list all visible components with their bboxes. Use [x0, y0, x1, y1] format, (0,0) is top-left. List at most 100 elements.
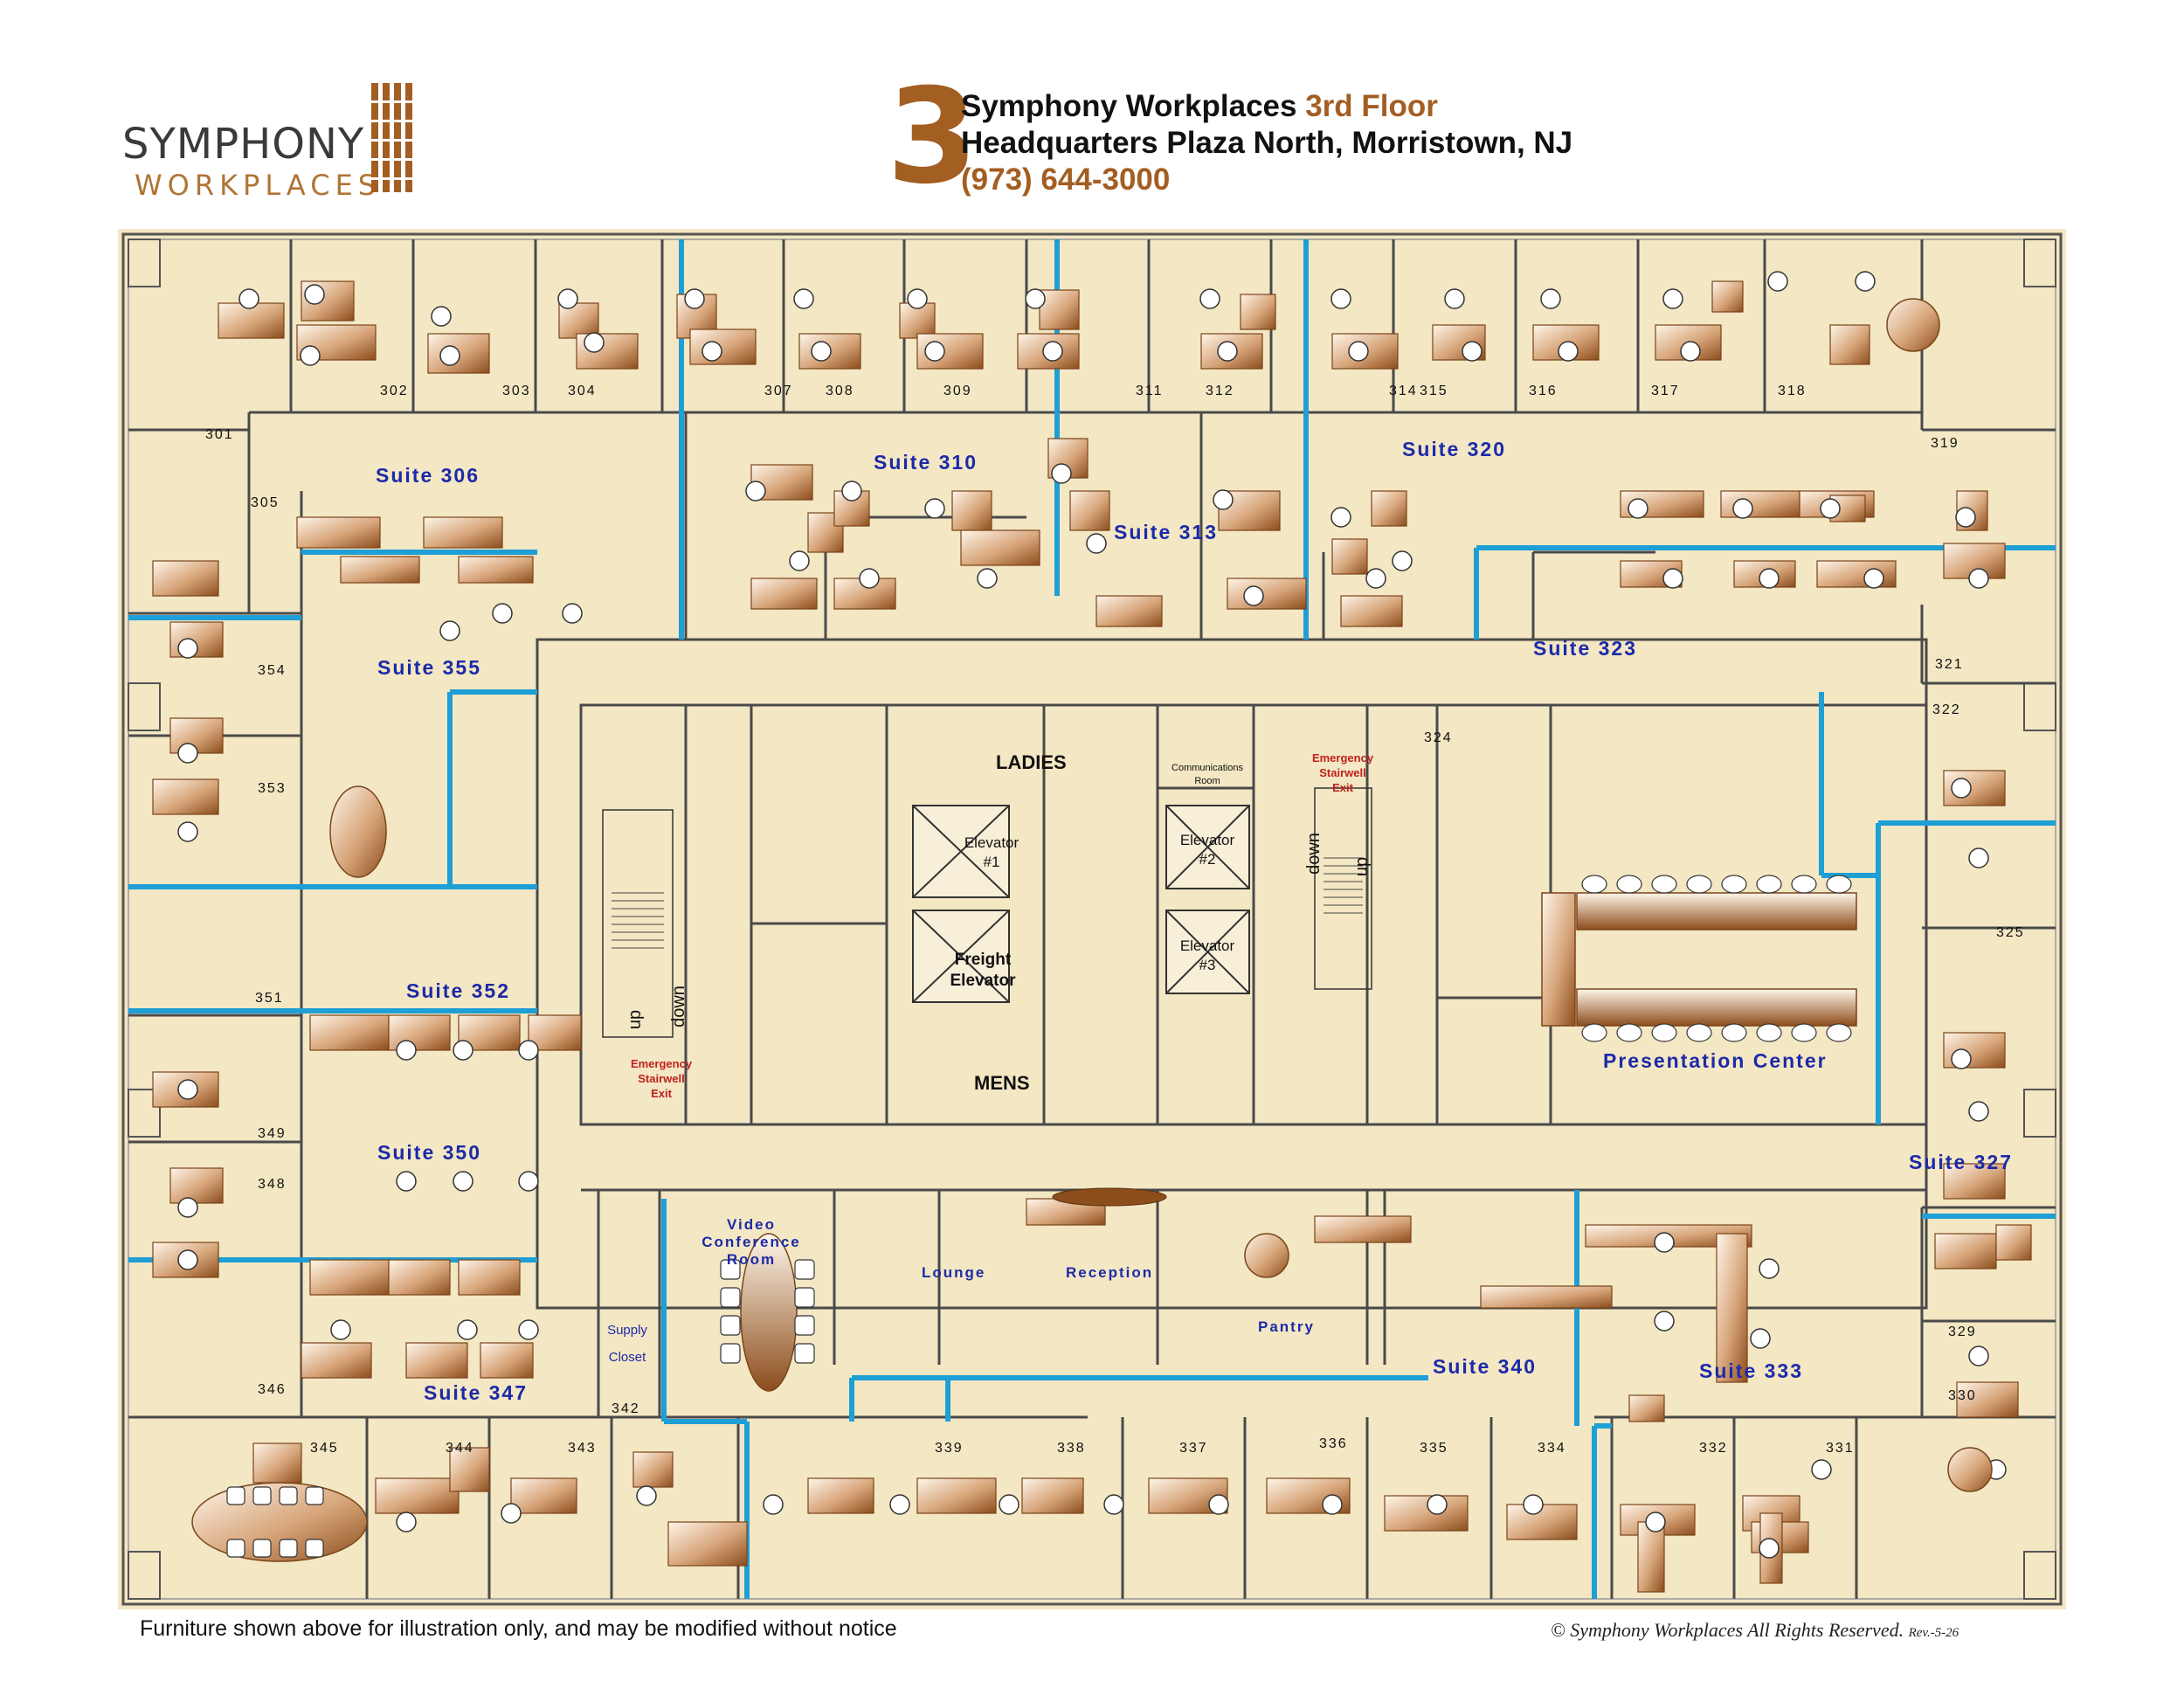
room-number: 329	[1948, 1325, 1977, 1339]
copyright-text: © Symphony Workplaces All Rights Reserve…	[1551, 1619, 1904, 1641]
desk	[1637, 1521, 1665, 1593]
desk	[960, 529, 1040, 566]
desk	[1943, 1163, 2006, 1200]
stair-down-label: down	[1304, 833, 1324, 875]
stair-down-label: down	[669, 986, 688, 1027]
chair	[305, 1486, 324, 1505]
chair	[439, 345, 460, 366]
chair	[492, 603, 513, 624]
desk	[528, 1014, 582, 1051]
chair	[1558, 341, 1579, 362]
chair	[1523, 1494, 1544, 1515]
chair	[279, 1539, 298, 1558]
chair	[977, 568, 998, 589]
chair	[177, 1197, 198, 1218]
chair	[457, 1319, 478, 1340]
chair	[794, 1343, 815, 1364]
header-title: Symphony Workplaces 3rd Floor	[961, 89, 1438, 124]
room-number: 305	[251, 495, 280, 510]
chair	[518, 1319, 539, 1340]
chair	[924, 341, 945, 362]
room-number: 301	[205, 427, 234, 442]
desk	[423, 516, 503, 549]
chair	[557, 288, 578, 309]
desk	[252, 1442, 302, 1484]
chair	[1444, 288, 1465, 309]
room-number: 324	[1424, 730, 1453, 745]
round-table	[1886, 298, 1940, 352]
conference-table	[329, 785, 387, 878]
chair	[330, 1319, 351, 1340]
chair	[793, 288, 814, 309]
room-number: 322	[1932, 702, 1961, 717]
chair	[177, 743, 198, 764]
desk	[689, 329, 757, 365]
stairwells	[602, 787, 1372, 1038]
chair	[1721, 875, 1747, 894]
chair	[1217, 341, 1238, 362]
desk	[1934, 1233, 1997, 1269]
chair	[1791, 1023, 1817, 1042]
chair	[1968, 568, 1989, 589]
round-table	[1947, 1447, 1993, 1492]
chair	[811, 341, 832, 362]
structural-columns	[128, 239, 2056, 1600]
chair	[1855, 271, 1876, 292]
desk	[1956, 1381, 2019, 1418]
chair	[1654, 1232, 1675, 1253]
chair	[501, 1503, 522, 1524]
suite-label: Suite 333	[1699, 1359, 1803, 1382]
desk	[1480, 1285, 1613, 1309]
desk	[1506, 1504, 1578, 1540]
room-number: 311	[1136, 384, 1164, 398]
chair	[1968, 1346, 1989, 1366]
room-number: 334	[1538, 1441, 1566, 1456]
chair	[1651, 1023, 1677, 1042]
emergency-exit-label: Exit	[1332, 781, 1354, 794]
chair	[305, 1539, 324, 1558]
ladies-room-label: LADIES	[996, 751, 1067, 773]
chair	[1322, 1494, 1343, 1515]
room-number: 309	[943, 384, 972, 398]
emergency-exit-label: Stairwell	[638, 1072, 684, 1085]
suite-label: Suite 352	[406, 979, 510, 1002]
desk	[218, 302, 285, 339]
elevator-label: #1	[984, 854, 1000, 870]
stair-treads	[612, 857, 1363, 949]
chair	[1750, 1328, 1771, 1349]
chair	[1721, 1023, 1747, 1042]
chair	[720, 1315, 741, 1336]
desk	[1026, 1198, 1106, 1226]
suite-label: Suite 347	[424, 1381, 528, 1404]
desk	[1711, 280, 1744, 313]
room-number: 307	[764, 384, 793, 398]
chair	[431, 306, 452, 327]
chair	[1330, 288, 1351, 309]
communications-room-label: Room	[1194, 776, 1220, 786]
chair	[924, 498, 945, 519]
elevator-label: Elevator	[1180, 832, 1235, 848]
revision-label: Rev.-5-26	[1908, 1626, 1959, 1640]
suite-label: Suite 320	[1402, 438, 1506, 460]
desk	[1314, 1215, 1412, 1243]
desk	[152, 778, 219, 815]
chair	[702, 341, 722, 362]
desk	[951, 490, 992, 531]
chair	[794, 1259, 815, 1280]
building-location: Headquarters Plaza North, Morristown, NJ	[961, 126, 1573, 160]
desk	[405, 1342, 468, 1379]
desk	[1039, 289, 1080, 330]
chair	[1581, 1023, 1607, 1042]
chair	[763, 1494, 784, 1515]
chair	[1651, 875, 1677, 894]
page-header: 3 Symphony Workplaces 3rd Floor Headquar…	[887, 72, 1673, 210]
suite-label: Suite 355	[377, 656, 481, 679]
phone-number: (973) 644-3000	[961, 163, 1171, 197]
elevator-label: Elevator	[1180, 937, 1235, 954]
round-table	[1244, 1233, 1289, 1278]
chair	[1540, 288, 1561, 309]
chair	[396, 1171, 417, 1192]
chair	[1863, 568, 1884, 589]
room-number: 330	[1948, 1388, 1977, 1403]
chair	[439, 620, 460, 641]
